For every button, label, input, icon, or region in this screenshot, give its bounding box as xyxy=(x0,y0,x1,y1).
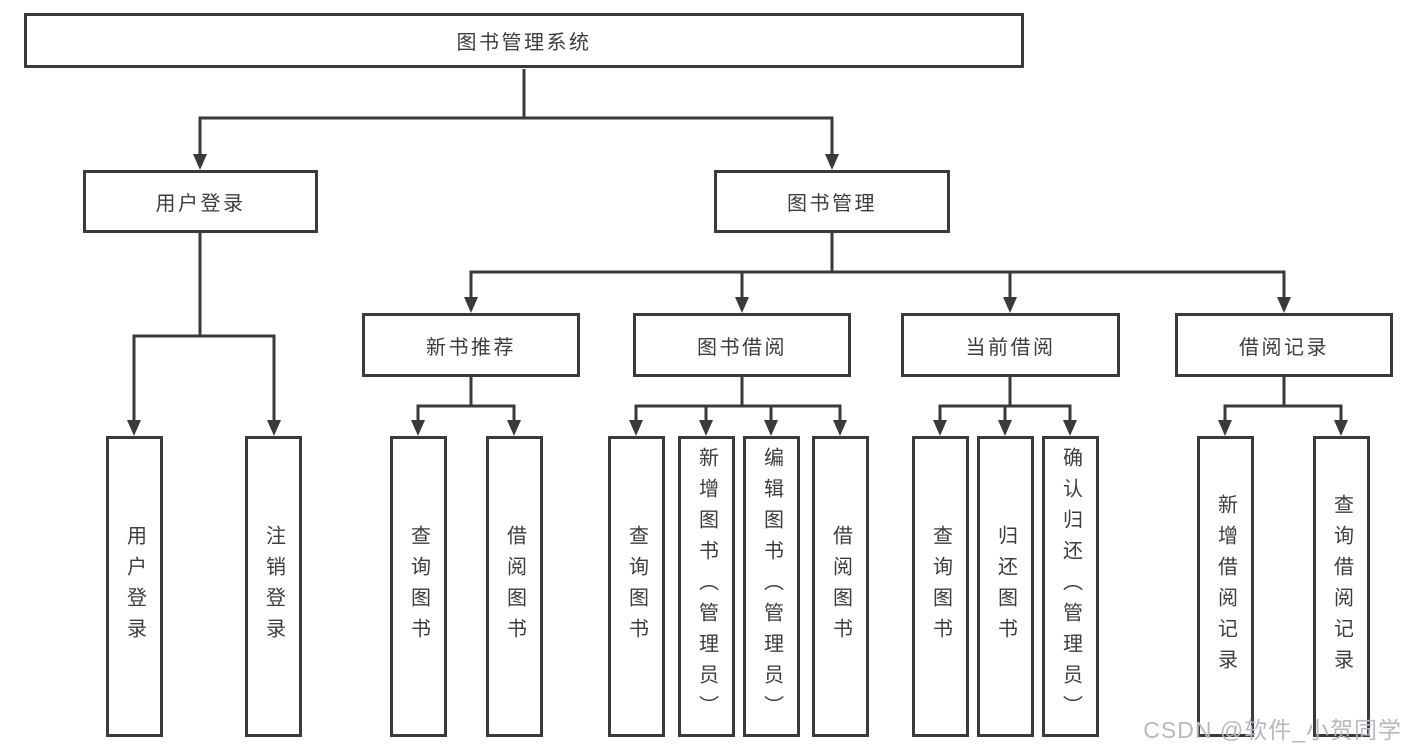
connector-userlogin-rail xyxy=(132,334,276,422)
leaf-bb-edit-book-label: 编辑图书（管理员） xyxy=(760,447,783,726)
leaf-bb-borrow-book: 借阅图书 xyxy=(812,436,869,737)
node-current-borrow: 当前借阅 xyxy=(901,313,1120,377)
leaf-cb-query-book: 查询图书 xyxy=(912,436,969,737)
leaf-bb-add-book: 新增图书（管理员） xyxy=(678,436,735,737)
connector-bookborrow-rail xyxy=(634,404,842,422)
node-book-borrow: 图书借阅 xyxy=(633,313,851,377)
node-borrow-records: 借阅记录 xyxy=(1175,313,1393,377)
connector-root-rail xyxy=(198,116,834,156)
leaf-rec-borrow-book: 借阅图书 xyxy=(486,436,543,737)
node-user-login-label: 用户登录 xyxy=(155,193,246,215)
leaf-logout: 注销登录 xyxy=(245,436,302,737)
node-root: 图书管理系统 xyxy=(24,13,1024,68)
node-new-book-recommend: 新书推荐 xyxy=(362,313,580,377)
node-current-borrow-label: 当前借阅 xyxy=(965,336,1056,359)
leaf-logout-label: 注销登录 xyxy=(262,524,285,649)
leaf-rec-borrow-book-label: 借阅图书 xyxy=(503,524,526,649)
leaf-bb-query-book-label: 查询图书 xyxy=(625,524,648,649)
leaf-rec-query-book-label: 查询图书 xyxy=(407,524,430,649)
leaf-bb-query-book: 查询图书 xyxy=(608,436,665,737)
leaf-user-login: 用户登录 xyxy=(106,436,163,737)
connector-borrowrecords-rail xyxy=(1223,404,1343,422)
node-user-login: 用户登录 xyxy=(83,170,318,233)
leaf-bb-add-book-label: 新增图书（管理员） xyxy=(695,447,718,726)
leaf-cb-confirm-return: 确认归还（管理员） xyxy=(1042,436,1099,737)
leaf-br-query-record-label: 查询借阅记录 xyxy=(1330,493,1353,680)
node-borrow-records-label: 借阅记录 xyxy=(1239,336,1329,359)
arrowheads xyxy=(127,154,1348,436)
node-new-book-recommend-label: 新书推荐 xyxy=(426,336,516,359)
leaf-rec-query-book: 查询图书 xyxy=(390,436,447,737)
leaf-user-login-label: 用户登录 xyxy=(123,524,146,649)
node-book-borrow-label: 图书借阅 xyxy=(697,336,787,359)
leaf-cb-query-book-label: 查询图书 xyxy=(929,524,952,649)
leaf-cb-return-book-label: 归还图书 xyxy=(994,524,1017,649)
leaf-cb-confirm-return-label: 确认归还（管理员） xyxy=(1059,447,1082,726)
leaf-br-add-record-label: 新增借阅记录 xyxy=(1214,493,1237,680)
node-book-management: 图书管理 xyxy=(714,170,950,233)
csdn-watermark: CSDN @软件_小贺同学 xyxy=(1143,717,1402,743)
leaf-bb-edit-book: 编辑图书（管理员） xyxy=(743,436,800,737)
connector-bookmgmt-rail xyxy=(469,270,1286,299)
leaf-br-query-record: 查询借阅记录 xyxy=(1313,436,1370,737)
node-book-management-label: 图书管理 xyxy=(787,193,877,215)
leaf-br-add-record: 新增借阅记录 xyxy=(1197,436,1254,737)
leaf-cb-return-book: 归还图书 xyxy=(977,436,1034,737)
leaf-bb-borrow-book-label: 借阅图书 xyxy=(829,524,852,649)
connector-newbookrec-rail xyxy=(416,404,516,422)
node-root-label: 图书管理系统 xyxy=(456,32,592,54)
